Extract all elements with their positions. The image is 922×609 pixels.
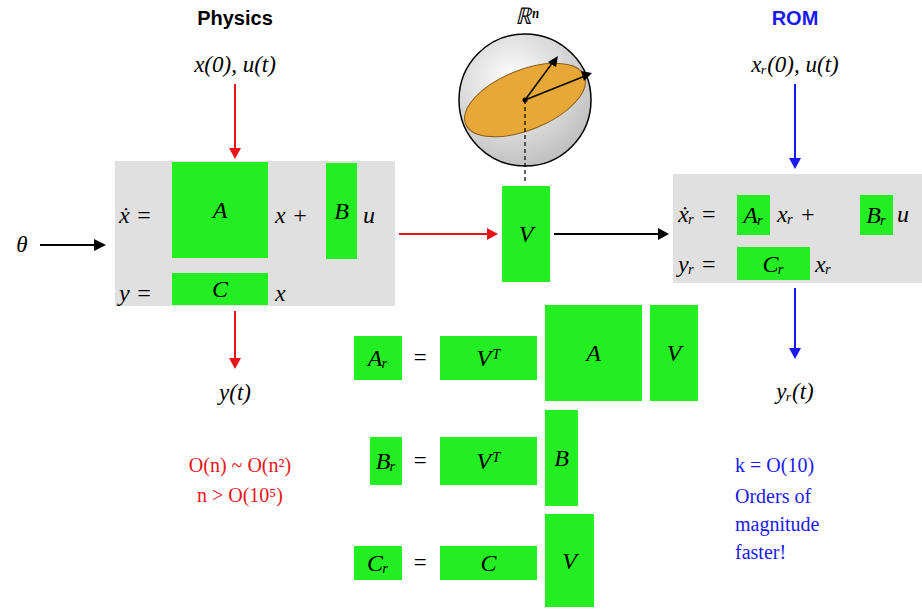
equation-term: yᵣ = (678, 252, 717, 276)
equation-term: u (897, 202, 909, 226)
matrix-symbol: B (334, 199, 349, 223)
annotation: y(t) (219, 380, 251, 406)
annotation: Physics (197, 7, 273, 30)
matrix-c: C (440, 546, 537, 580)
subspace-sphere (454, 34, 595, 184)
annotation: ℝⁿ (515, 4, 538, 30)
annotation: x(0), u(t) (194, 52, 276, 78)
matrix-c: C (172, 273, 268, 305)
rom-system: ẋᵣ = xᵣ + u yᵣ = xᵣ Aᵣ BᵣCᵣ (673, 174, 922, 283)
matrix-symbol: Vᵀ (477, 449, 501, 473)
annotation: = (412, 448, 428, 474)
matrix-symbol: A (213, 198, 228, 222)
annotation: ROM (772, 7, 819, 30)
matrix-ar: Aᵣ (354, 336, 402, 380)
matrix-symbol: C (212, 277, 228, 301)
matrix-ar: Aᵣ (737, 195, 770, 235)
physics-system: ẋ = x + u y = x A B C (115, 161, 395, 306)
input-arrow (229, 84, 241, 159)
matrix-symbol: V (562, 549, 577, 573)
connector-arrow (554, 228, 669, 240)
matrix-br: Bᵣ (860, 195, 893, 235)
matrix-symbol: Bᵣ (376, 449, 397, 473)
matrix-a: A (545, 305, 642, 401)
matrix-v: V (545, 514, 594, 607)
matrix-cr: Cᵣ (737, 247, 810, 280)
matrix-cr: Cᵣ (354, 546, 402, 580)
matrix-symbol: C (480, 551, 496, 575)
matrix-symbol: Aᵣ (743, 203, 764, 227)
equation-term: u (363, 203, 375, 227)
annotation: k = O(10) (735, 454, 814, 477)
equation-term: ẋ = (119, 203, 152, 227)
output-arrow (229, 311, 241, 369)
matrix-vt: Vᵀ (440, 336, 537, 380)
rom-output-arrow (789, 288, 801, 359)
matrix-v: V (650, 305, 698, 401)
equation-term: x + (275, 203, 308, 227)
annotation: = (412, 550, 428, 576)
matrix-symbol: Bᵣ (866, 203, 887, 227)
basis-v: V (502, 186, 550, 282)
equation-term: x (275, 281, 286, 305)
matrix-br: Bᵣ (370, 437, 402, 485)
equation-term: ẋᵣ = (678, 202, 717, 226)
rom-input-arrow (789, 84, 801, 169)
annotation: yᵣ(t) (776, 379, 814, 405)
annotation: = (412, 345, 428, 371)
annotation: xᵣ(0), u(t) (751, 52, 838, 78)
equation-term: xᵣ + (777, 202, 816, 226)
matrix-symbol: Aᵣ (368, 346, 389, 370)
annotation: O(n) ~ O(n²) (189, 454, 291, 477)
matrix-b: B (326, 163, 357, 259)
annotation: Orders of magnitude faster! (735, 482, 847, 566)
annotation: n > O(10⁵) (197, 484, 283, 507)
connector-arrow (399, 228, 498, 240)
matrix-symbol: Cᵣ (763, 252, 785, 276)
matrix-symbol: V (667, 341, 682, 365)
annotation: θ (16, 232, 27, 258)
matrix-symbol: V (519, 222, 534, 246)
matrix-a: A (172, 162, 268, 258)
matrix-symbol: A (586, 341, 601, 365)
parameter-arrow (40, 239, 106, 251)
equation-term: y = (119, 281, 152, 305)
matrix-symbol: Vᵀ (477, 346, 501, 370)
matrix-b: B (545, 410, 578, 506)
matrix-vt: Vᵀ (440, 437, 537, 485)
matrix-symbol: B (554, 446, 569, 470)
matrix-symbol: Cᵣ (367, 551, 389, 575)
equation-term: xᵣ (815, 252, 832, 276)
